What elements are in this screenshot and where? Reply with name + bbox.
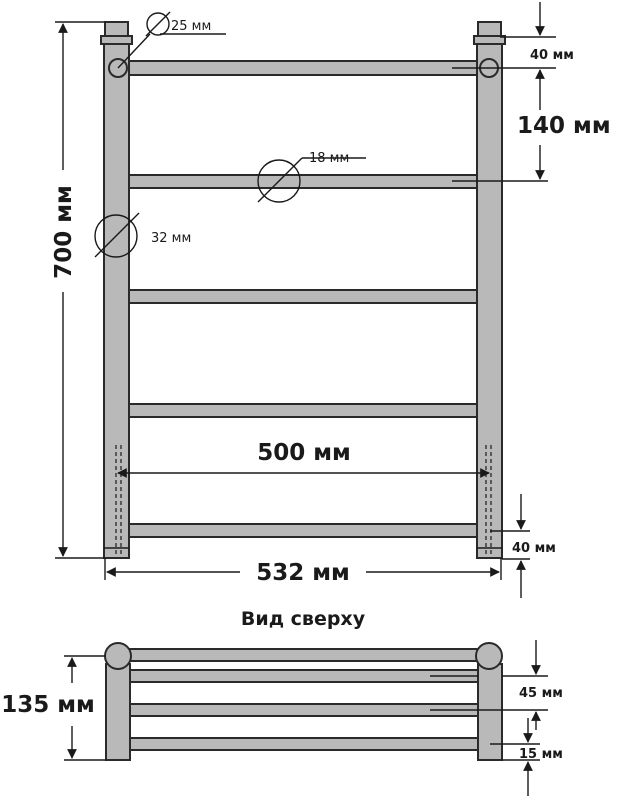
crossbar-2 [119, 174, 489, 189]
top-rod-2 [128, 669, 479, 683]
top-left-joint [104, 642, 132, 670]
left-post [103, 43, 130, 559]
right-post [476, 43, 503, 559]
top-right-joint [475, 642, 503, 670]
right-post-cap [477, 21, 502, 37]
gap-15-dimension: 15 мм [490, 718, 563, 796]
front-view: 25 мм 18 мм 32 мм 700 мм [51, 2, 611, 598]
top-rod-1 [117, 648, 491, 662]
label-crossbar-spacing: 140 мм [517, 113, 611, 139]
height-dimension: 700 мм [51, 21, 105, 559]
diameter-icon [146, 12, 170, 36]
crossbar-4 [119, 403, 489, 418]
top-view: Вид сверху 135 мм 45 мм [1, 608, 563, 796]
offset-45-dimension: 45 мм [430, 640, 563, 730]
label-rod-gap: 15 мм [519, 747, 563, 762]
label-depth: 135 мм [1, 692, 95, 718]
label-overall-width: 532 мм [256, 560, 350, 586]
label-outer-diameter: 25 мм [171, 19, 211, 34]
label-top-offset: 40 мм [530, 48, 574, 63]
crossbar-spacing-dimension: 140 мм [452, 113, 611, 182]
diameter-32-callout: 32 мм [94, 212, 191, 258]
label-bottom-offset: 40 мм [512, 541, 556, 556]
top-view-title: Вид сверху [241, 608, 366, 630]
center-distance-dimension: 500 мм [117, 440, 490, 478]
label-offset-45: 45 мм [519, 686, 563, 701]
top-offset-dimension: 40 мм [452, 2, 574, 110]
diameter-25-callout: 25 мм [117, 11, 226, 69]
top-rod-3 [128, 703, 479, 717]
crossbar-1 [117, 60, 491, 76]
diameter-icon [94, 214, 138, 258]
top-right-post [477, 663, 503, 761]
diameter-icon [257, 159, 301, 203]
top-rod-4 [128, 737, 479, 751]
left-post-cap [104, 21, 129, 37]
label-post-diameter: 32 мм [151, 231, 191, 246]
bottom-offset-dimension: 40 мм [490, 494, 556, 598]
diameter-18-callout: 18 мм [257, 151, 366, 203]
overall-width-dimension: 532 мм [104, 558, 502, 586]
depth-dimension: 135 мм [1, 655, 106, 761]
crossbar-3 [119, 289, 489, 304]
label-center-distance: 500 мм [257, 440, 351, 466]
crossbar-5 [119, 523, 489, 538]
label-crossbar-diameter: 18 мм [309, 151, 349, 166]
label-height: 700 мм [51, 185, 77, 279]
left-post-nut [100, 35, 133, 45]
top-left-post [105, 663, 131, 761]
